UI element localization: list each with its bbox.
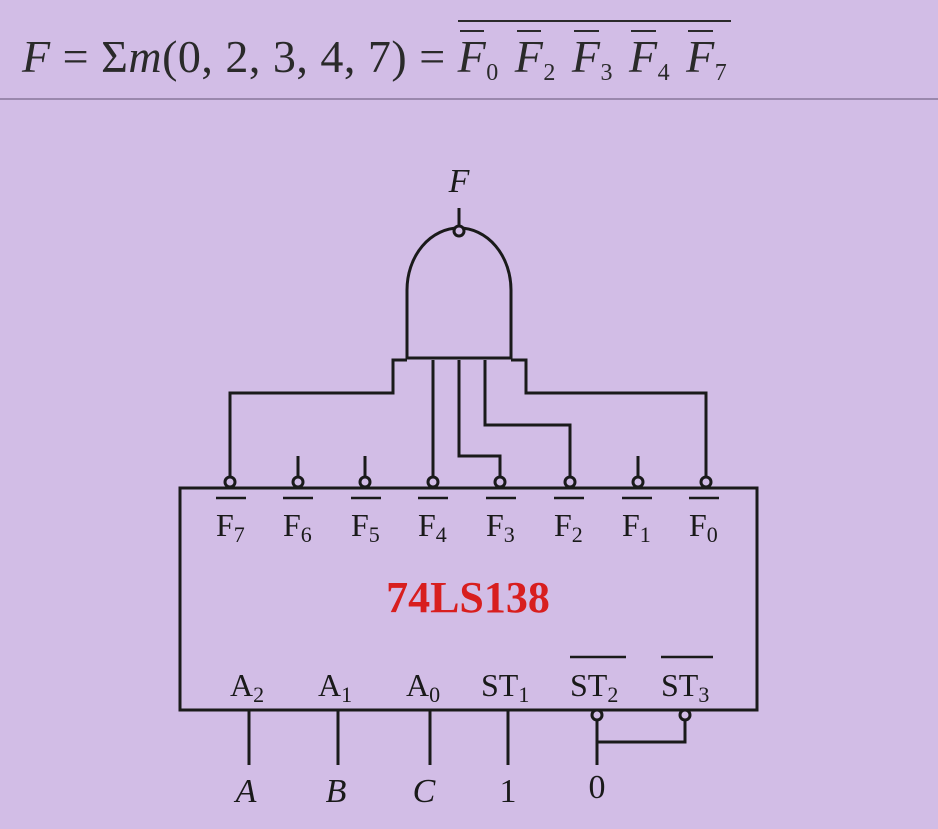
formula-term-0-sub: 0 [486,60,499,86]
formula-nand-product: F0 F2 F3 F4 F7 [457,20,732,87]
formula-eq2: = [419,31,446,82]
wire-f2 [483,360,572,476]
wire-f7 [228,358,407,476]
svg-text:F5: F5 [351,507,380,547]
signal-c: C [413,773,436,810]
nand-gate-bubble [452,224,466,238]
formula-term-4: F [686,28,715,83]
svg-text:F2: F2 [554,507,583,547]
formula-sigma: Σ [101,31,129,82]
decoder-output-bubbles [223,475,713,489]
st2-bubble [590,708,604,722]
header-divider [0,98,938,100]
signal-b: B [326,773,347,810]
signal-1: 1 [500,773,517,810]
formula-term-4-sub: 7 [714,60,728,86]
signal-0: 0 [589,769,606,806]
formula-term-2: F [572,28,601,83]
wire-f3 [457,360,502,476]
svg-text:F1: F1 [622,507,651,547]
wire-f0 [511,358,708,476]
formula-m: m [128,31,163,82]
decoder-box [178,486,759,712]
formula-lhs: F [22,31,51,82]
formula-term-1-sub: 2 [543,60,556,86]
svg-text:F3: F3 [486,507,515,547]
formula-term-2-sub: 3 [600,60,613,86]
formula-eq1: = [62,31,90,82]
formula-term-3-sub: 4 [657,60,671,86]
svg-text:A1: A1 [318,667,352,707]
svg-text:F0: F0 [689,507,718,547]
decoder-output-labels: F7 F6 F5 F4 F3 F2 F1 F0 [216,507,718,547]
svg-text:ST1: ST1 [481,667,529,707]
input-signal-labels: A B C 1 0 [234,769,606,810]
svg-text:A2: A2 [230,667,264,707]
svg-text:A0: A0 [406,667,440,707]
svg-text:F7: F7 [216,507,245,547]
signal-a: A [234,773,257,810]
formula-minterms: (0, 2, 3, 4, 7) [162,31,408,82]
formula-term-3: F [629,28,658,83]
svg-text:ST3: ST3 [661,667,709,707]
svg-text:F6: F6 [283,507,312,547]
decoder-chip-name: 74LS138 [386,573,550,622]
st3-bubble [678,708,692,722]
gate-output-label: F [448,163,471,200]
decoder-input-labels: A2 A1 A0 ST1 ST2 ST3 [230,667,709,707]
nand-gate-body [405,226,513,360]
svg-text:ST2: ST2 [570,667,618,707]
formula-term-1: F [515,28,544,83]
formula: F = Σm(0, 2, 3, 4, 7) = F0 F2 F3 F4 F7 [22,20,731,87]
wire-st3-join [597,720,687,744]
svg-text:F4: F4 [418,507,447,547]
header: F = Σm(0, 2, 3, 4, 7) = F0 F2 F3 F4 F7 [0,0,938,100]
formula-term-0: F [458,28,487,83]
